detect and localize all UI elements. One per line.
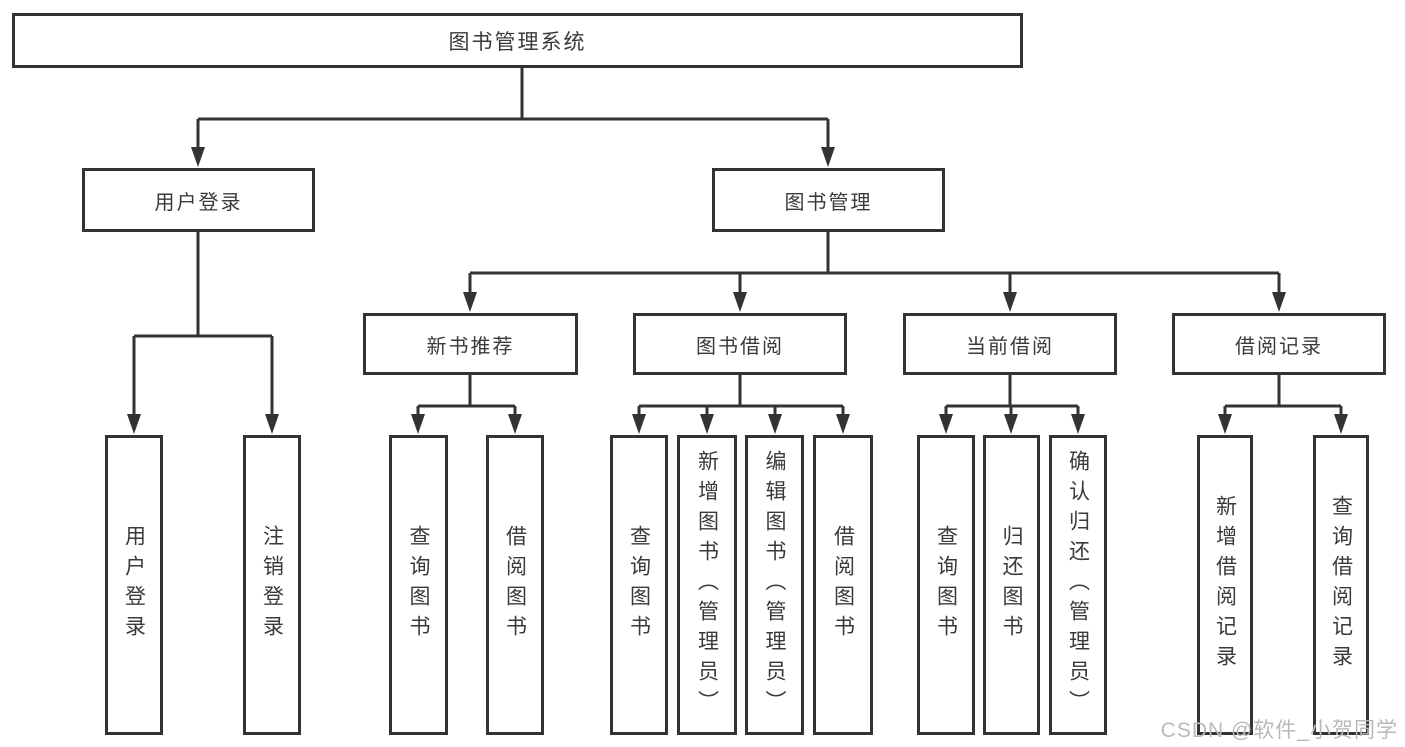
leaf-borrow-add-book-admin: 新增图书（管理员） — [677, 435, 737, 735]
leaf-newbook-query-book: 查询图书 — [389, 435, 448, 735]
leaf-current-query-book: 查询图书 — [917, 435, 975, 735]
node-user-login: 用户登录 — [82, 168, 315, 232]
node-new-book-recommend: 新书推荐 — [363, 313, 578, 375]
csdn-watermark: CSDN @软件_小贺同学 — [1160, 719, 1398, 742]
leaf-current-confirm-return-admin: 确认归还（管理员） — [1049, 435, 1107, 735]
leaf-newbook-borrow-book: 借阅图书 — [486, 435, 544, 735]
leaf-records-add-record: 新增借阅记录 — [1197, 435, 1253, 735]
leaf-records-query-record: 查询借阅记录 — [1313, 435, 1369, 735]
node-current-borrow: 当前借阅 — [903, 313, 1117, 375]
node-book-borrow: 图书借阅 — [633, 313, 847, 375]
leaf-current-return-book: 归还图书 — [983, 435, 1040, 735]
leaf-borrow-edit-book-admin: 编辑图书（管理员） — [745, 435, 804, 735]
leaf-borrow-query-book: 查询图书 — [610, 435, 668, 735]
node-borrow-records: 借阅记录 — [1172, 313, 1386, 375]
node-library-management-system: 图书管理系统 — [12, 13, 1023, 68]
node-book-management: 图书管理 — [712, 168, 945, 232]
leaf-user-login: 用户登录 — [105, 435, 163, 735]
leaf-borrow-borrow-book: 借阅图书 — [813, 435, 873, 735]
leaf-logout: 注销登录 — [243, 435, 301, 735]
